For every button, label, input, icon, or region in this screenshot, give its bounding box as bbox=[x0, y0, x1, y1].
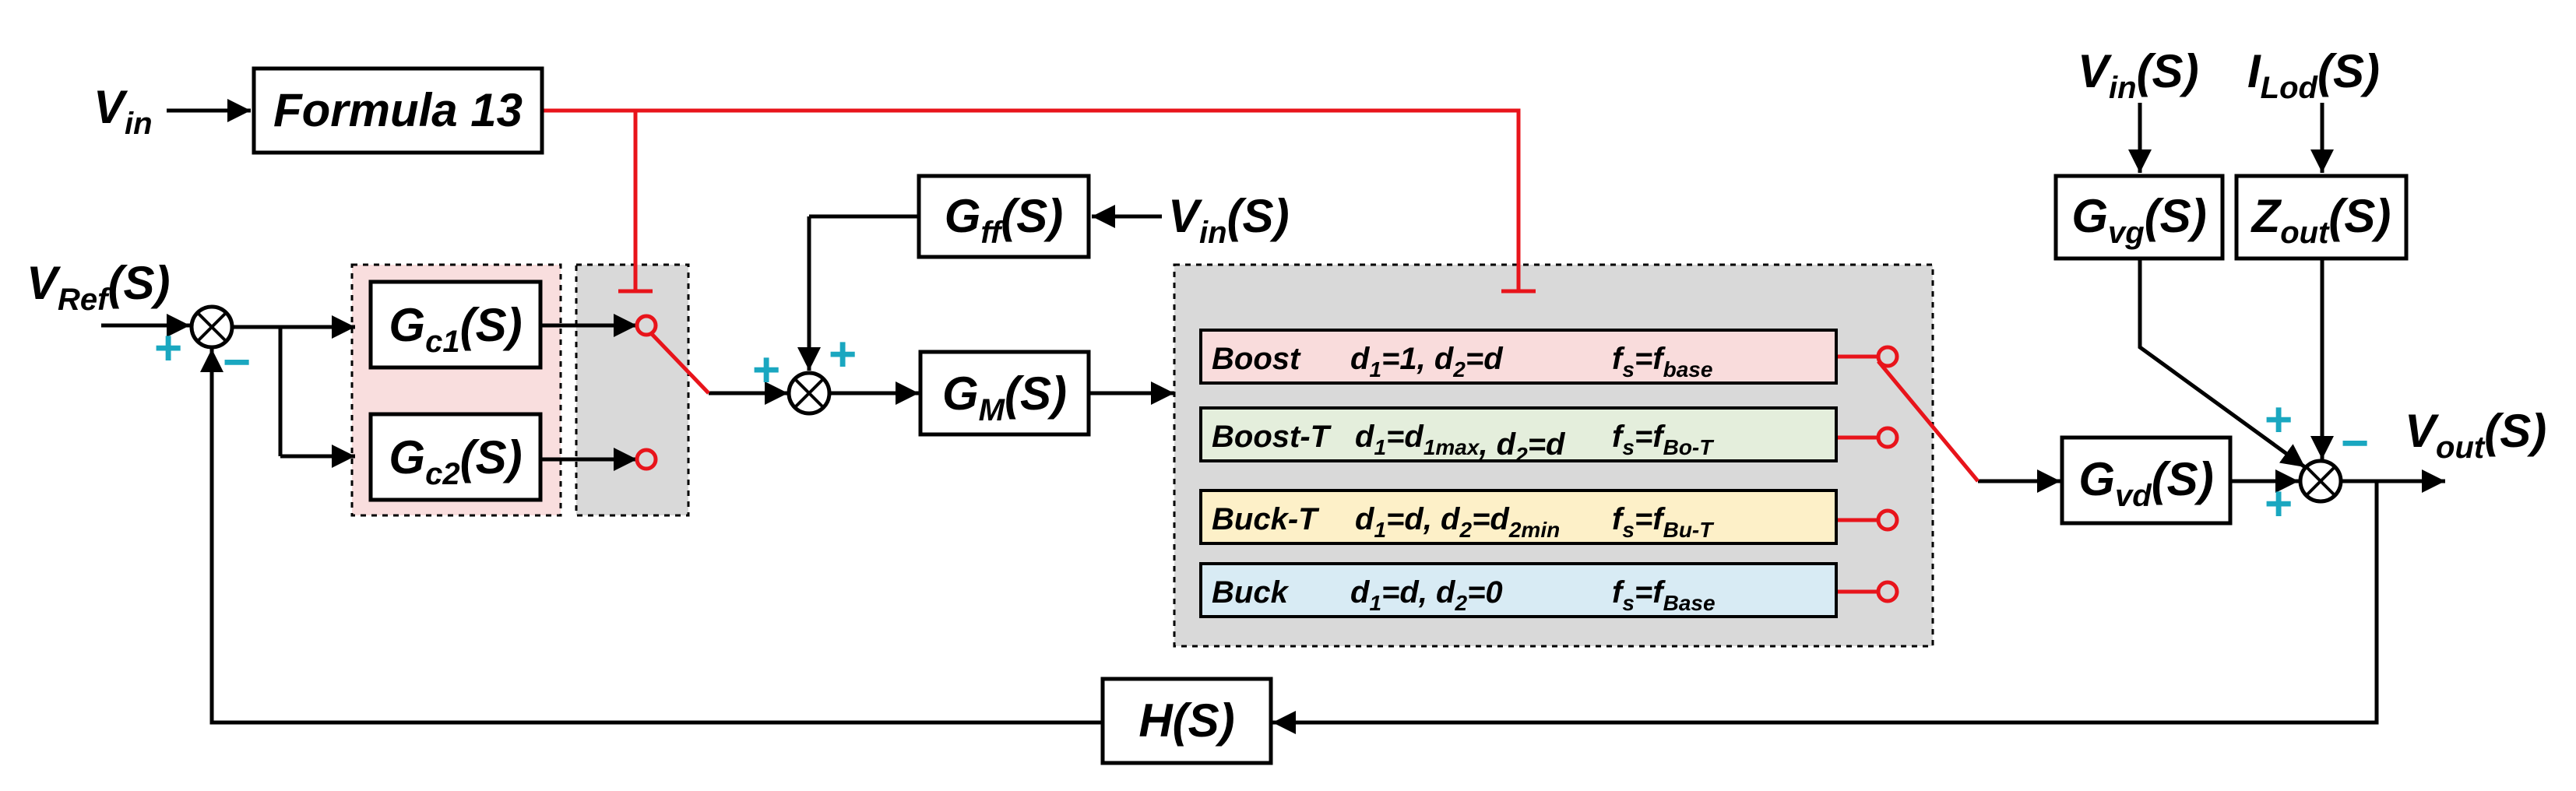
sum1-minus-sign: − bbox=[223, 336, 251, 389]
mode-name: Buck bbox=[1212, 575, 1290, 610]
mode-duty: d1=1, d2=d bbox=[1350, 342, 1504, 381]
mode-row-boost: Boost d1=1, d2=d fs=fbase bbox=[1199, 329, 1838, 385]
mode-duty: d1=d1max, d2=d bbox=[1355, 420, 1566, 467]
svg-text:Zout(S): Zout(S) bbox=[2250, 190, 2391, 250]
svg-text:Gc2(S): Gc2(S) bbox=[389, 431, 522, 491]
mode-row-boost-t: Boost-T d1=d1max, d2=d fs=fBo-T bbox=[1199, 406, 1838, 467]
summing-junction-1 bbox=[189, 304, 234, 350]
gc2-block: Gc2(S) bbox=[368, 412, 543, 502]
mode-switching-frequency: fs=fBu-T bbox=[1612, 502, 1715, 542]
sum2-left-plus-sign: + bbox=[752, 343, 780, 397]
vin-label: Vin bbox=[93, 81, 153, 141]
sum3-top-plus-sign: + bbox=[2265, 393, 2293, 447]
summing-junction-2 bbox=[787, 371, 832, 416]
mode-switching-frequency: fs=fBo-T bbox=[1612, 420, 1715, 459]
svg-text:H(S): H(S) bbox=[1138, 694, 1234, 747]
gm-block: GM(S) bbox=[918, 350, 1091, 437]
svg-text:Formula 13: Formula 13 bbox=[273, 84, 523, 136]
sum3-minus-sign: − bbox=[2341, 417, 2369, 470]
mode-duty: d1=d, d2=0 bbox=[1350, 575, 1503, 615]
h-block: H(S) bbox=[1100, 677, 1273, 765]
vin-ff-label: Vin(S) bbox=[1168, 190, 1290, 250]
mode-row-buck: Buck d1=d, d2=0 fs=fBase bbox=[1199, 562, 1838, 618]
summing-junction-3 bbox=[2298, 459, 2343, 504]
gvg-block: Gvg(S) bbox=[2053, 174, 2225, 261]
svg-text:Gff(S): Gff(S) bbox=[945, 190, 1064, 250]
mode-switching-frequency: fs=fbase bbox=[1612, 342, 1712, 381]
gvd-block: Gvd(S) bbox=[2060, 435, 2233, 526]
mode-name: Boost bbox=[1212, 342, 1301, 376]
sum1-plus-sign: + bbox=[154, 322, 182, 375]
gc1-block: Gc1(S) bbox=[368, 279, 543, 370]
formula-13-block: Formula 13 bbox=[252, 66, 544, 155]
zout-block: Zout(S) bbox=[2234, 174, 2409, 261]
svg-text:GM(S): GM(S) bbox=[942, 367, 1067, 427]
iload-label: ILod(S) bbox=[2247, 45, 2380, 105]
vref-label: VRef(S) bbox=[26, 257, 170, 317]
gff-block: Gff(S) bbox=[917, 174, 1091, 259]
svg-text:Gvd(S): Gvd(S) bbox=[2078, 453, 2213, 513]
mode-duty: d1=d, d2=d2min bbox=[1355, 502, 1560, 542]
mode-name: Boost-T bbox=[1212, 420, 1332, 454]
svg-text:Gvg(S): Gvg(S) bbox=[2071, 190, 2206, 250]
sum2-right-plus-sign: + bbox=[829, 328, 857, 381]
switch-contact-gc2 bbox=[635, 448, 658, 471]
mode-name: Buck-T bbox=[1212, 502, 1320, 536]
svg-text:Gc1(S): Gc1(S) bbox=[389, 299, 522, 359]
controller-switch-group bbox=[575, 263, 690, 517]
switch-contact-gc1 bbox=[635, 314, 658, 337]
vin-right-label: Vin(S) bbox=[2078, 45, 2199, 105]
sum3-bottom-plus-sign: + bbox=[2265, 477, 2293, 531]
mode-row-buck-t: Buck-T d1=d, d2=d2min fs=fBu-T bbox=[1199, 489, 1838, 545]
vout-label: Vout(S) bbox=[2405, 405, 2546, 465]
mode-switching-frequency: fs=fBase bbox=[1612, 575, 1716, 615]
